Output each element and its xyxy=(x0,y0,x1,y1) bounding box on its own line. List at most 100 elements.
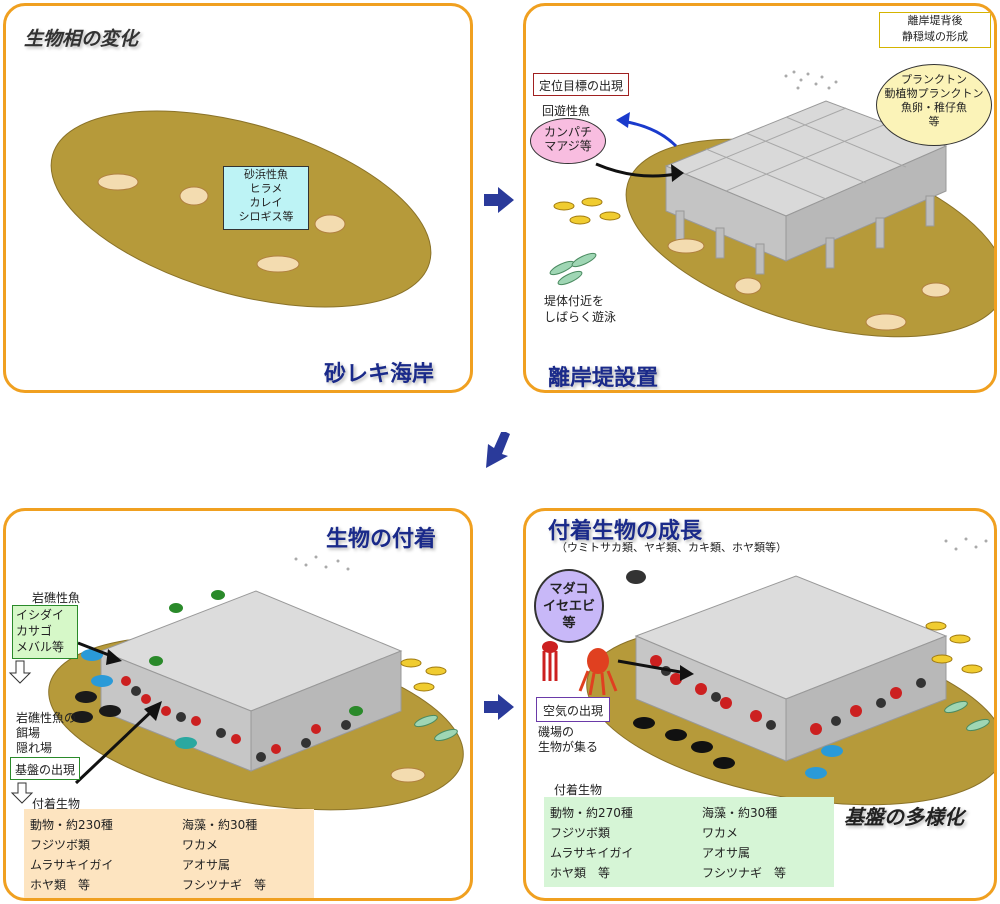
green-fish-group xyxy=(944,700,990,732)
base-arrowhead xyxy=(144,701,162,721)
title-breakwater: 離岸堤設置 xyxy=(548,366,659,391)
breakwater-illustration xyxy=(549,70,994,338)
swim-note-line: しばらく遊泳 xyxy=(544,310,617,324)
attached-item: アオサ属 xyxy=(182,858,231,872)
heading-biota-change: 生物相の変化 xyxy=(24,28,139,50)
label-line: マアジ等 xyxy=(544,139,592,153)
label-line: シロギス等 xyxy=(238,210,294,223)
flow-arrow-right-icon xyxy=(484,694,514,720)
flow-arrow-right-icon xyxy=(484,187,514,213)
feeding-note-line: 岩礁性魚の xyxy=(16,711,77,725)
rocky-note-line: 生物が集る xyxy=(538,740,599,754)
breakwater-structure xyxy=(664,100,948,275)
fish-school-dots xyxy=(944,537,988,551)
label-line: 基盤の出現 xyxy=(15,763,76,777)
down-arrow-icon xyxy=(10,782,34,804)
attached-item: 動物・約270種 xyxy=(550,806,633,820)
attachment-illustration xyxy=(8,555,464,811)
migratory-fish-label: 回遊性魚 xyxy=(542,104,591,118)
reef-fish-group xyxy=(626,570,843,779)
approach-arrowhead xyxy=(671,164,684,182)
plankton-ellipse: プランクトン 動植物プランクトン 魚卵・稚仔魚 等 xyxy=(876,64,992,146)
label-line: 魚卵・稚仔魚 xyxy=(901,101,967,114)
fish-school-dots xyxy=(294,555,350,571)
attached-organisms xyxy=(121,590,363,762)
attached-organisms-box: 動物・約270種 フジツボ類 ムラサキイガイ ホヤ類 等 海藻・約30種 ワカメ… xyxy=(544,797,834,887)
label-line: イセエビ xyxy=(542,599,595,614)
sandy-fish-label-box: 砂浜性魚 ヒラメ カレイ シロギス等 xyxy=(223,166,309,230)
reef-fish-label: 岩礁性魚 xyxy=(32,591,81,605)
flow-arrow-down-left-icon xyxy=(486,432,510,468)
label-line: 等 xyxy=(562,616,576,631)
label-line: カサゴ xyxy=(16,624,53,638)
label-line: 動植物プランクトン xyxy=(884,87,984,100)
yellow-fish-group xyxy=(925,621,983,674)
octopus-ellipse: マダコ イセエビ 等 xyxy=(534,569,604,643)
rocky-note-line: 磯場の xyxy=(538,725,575,739)
calm-zone-box: 離岸堤背後 静穏域の形成 xyxy=(879,12,991,48)
attached-item: ワカメ xyxy=(702,826,739,840)
growth-subtitle: （ウミトサカ類、ヤギ類、カキ類、ホヤ類等） xyxy=(556,541,787,554)
label-line: 空気の出現 xyxy=(543,704,604,718)
label-line: カンパチ xyxy=(543,125,592,139)
flatfish-group xyxy=(667,238,951,331)
attached-item: ワカメ xyxy=(182,838,219,852)
breakwater-structure xyxy=(99,590,403,772)
attached-item: ホヤ類 等 xyxy=(550,866,611,880)
label-line: 静穏域の形成 xyxy=(902,30,968,43)
air-appearance-box: 空気の出現 xyxy=(536,697,611,722)
panel-organism-growth: 付着生物の成長 （ウミトサカ類、ヤギ類、カキ類、ホヤ類等） マダコ イセエビ 等… xyxy=(523,508,997,901)
title-growth: 付着生物の成長 xyxy=(548,519,703,544)
feeding-note-line: 餌場 xyxy=(16,726,41,740)
attached-item: ムラサキイガイ xyxy=(550,846,634,860)
label-line: プランクトン xyxy=(901,73,967,86)
attached-item: フシツナギ 等 xyxy=(702,866,787,880)
octopus-arrow xyxy=(617,659,687,675)
yellow-fish-group xyxy=(400,658,447,692)
label-line: ヒラメ xyxy=(249,182,283,195)
octopus-arrowhead xyxy=(680,665,694,681)
fish-school-dots xyxy=(784,70,838,90)
attached-organisms xyxy=(650,655,926,735)
green-fish-group xyxy=(414,714,458,742)
lobster-icon xyxy=(542,641,558,681)
label-line: 定位目標の出現 xyxy=(539,79,624,93)
label-line: メバル等 xyxy=(16,640,65,654)
approach-arrow xyxy=(595,162,677,178)
label-line: カレイ xyxy=(249,196,283,209)
migratory-ellipse: カンパチ マアジ等 xyxy=(530,118,606,164)
label-line: 離岸堤背後 xyxy=(907,14,963,27)
flatfish-group xyxy=(97,173,346,273)
title-attachment: 生物の付着 xyxy=(326,527,437,552)
swim-note-line: 堤体付近を xyxy=(544,294,605,308)
attached-item: フシツナギ 等 xyxy=(182,878,267,892)
base-appearance-box: 基盤の出現 xyxy=(10,757,81,780)
attached-organisms-box: 動物・約230種 フジツボ類 ムラサキイガイ ホヤ類 等 海藻・約30種 ワカメ… xyxy=(24,809,314,898)
attached-item: ムラサキイガイ xyxy=(30,858,114,872)
reef-fish-box: イシダイ カサゴ メバル等 xyxy=(12,605,78,659)
attached-item: ホヤ類 等 xyxy=(30,878,91,892)
return-arrow xyxy=(620,119,678,148)
label-line: 砂浜性魚 xyxy=(244,168,288,181)
panel-organism-attachment: 生物の付着 岩礁性魚 イシダイ カサゴ メバル等 岩礁性魚の 餌場 隠れ場 基盤… xyxy=(3,508,473,901)
green-fish-group xyxy=(549,252,597,286)
attached-item: フジツボ類 xyxy=(30,838,91,852)
attached-item: 海藻・約30種 xyxy=(702,806,778,820)
attached-organisms-header: 付着生物 xyxy=(554,783,603,797)
target-appearance-box: 定位目標の出現 xyxy=(533,73,630,96)
attached-item: アオサ属 xyxy=(702,846,751,860)
flatfish xyxy=(390,767,426,783)
label-line: 等 xyxy=(928,115,940,128)
attached-organisms-header: 付着生物 xyxy=(32,797,81,811)
return-arrowhead xyxy=(616,112,630,128)
attached-item: 動物・約230種 xyxy=(30,818,113,832)
base-arrow xyxy=(74,707,156,785)
growth-illustration xyxy=(542,537,994,806)
label-line: イシダイ xyxy=(16,608,65,622)
yellow-fish-group xyxy=(553,197,621,225)
title-sandy-coast: 砂レキ海岸 xyxy=(324,362,435,387)
title-base-diversification: 基盤の多様化 xyxy=(844,805,964,829)
attached-item: 海藻・約30種 xyxy=(182,818,258,832)
reef-fish-arrowhead xyxy=(106,649,122,665)
panel-sandy-coast: 生物相の変化 砂浜性魚 ヒラメ カレイ シロギス等 砂レキ海岸 xyxy=(3,3,473,393)
